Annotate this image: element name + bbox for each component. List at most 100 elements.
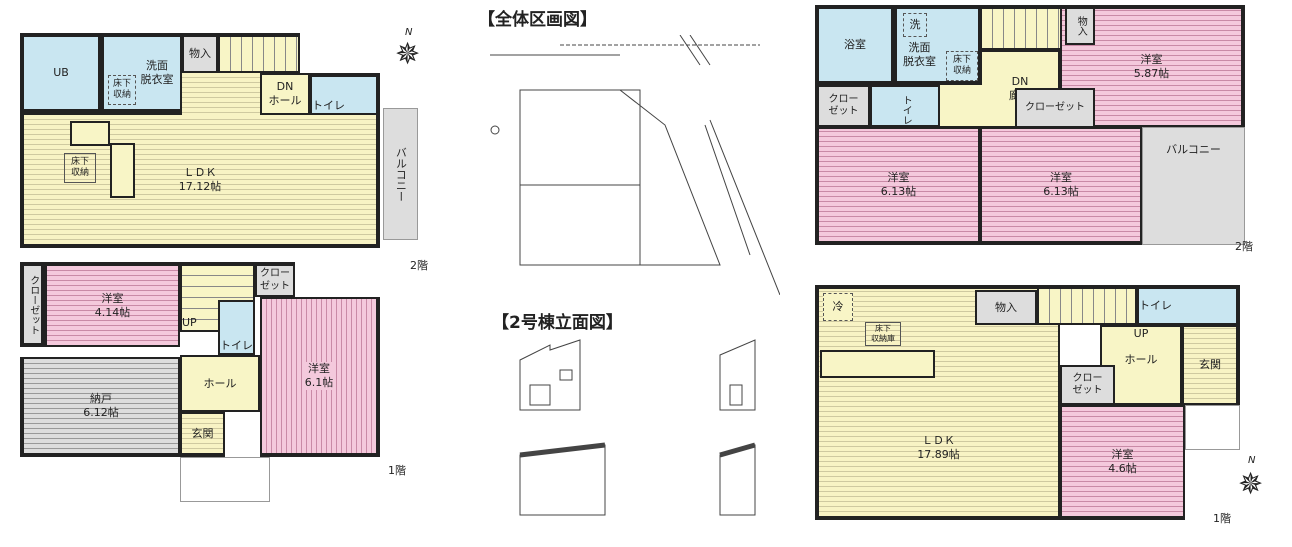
floor-label: 1階	[388, 464, 406, 477]
room-label: 玄関	[191, 426, 214, 440]
room-wash: 洗面 脱衣室	[895, 5, 980, 85]
room-toilet: トイレ	[218, 300, 255, 355]
room-storage: 物入	[1065, 5, 1095, 45]
elevation-title: 【2号棟立面図】	[492, 313, 623, 333]
kitchen-counter	[820, 350, 935, 378]
room-label: 物入	[995, 300, 1017, 314]
room-hall: DN ホール	[260, 73, 310, 115]
compass-icon: ✵N	[1238, 455, 1264, 502]
underfloor-storage: 床下 収納	[946, 51, 978, 81]
room-label: 洋室	[1111, 447, 1134, 461]
room-label: 洋室	[887, 171, 910, 185]
room-label: クローゼット	[27, 274, 39, 335]
room-label: 洋室	[1140, 53, 1163, 67]
porch	[1185, 405, 1240, 450]
room-label: 洋室	[101, 291, 124, 305]
room-label: 冷	[832, 300, 844, 314]
underfloor-storage: 床下 収納	[64, 153, 96, 183]
room-size: 17.12帖	[178, 179, 222, 193]
room-label: 洋室	[306, 362, 332, 376]
floor-label: 1階	[1213, 512, 1231, 525]
room-label: 物入	[189, 47, 211, 61]
room-entrance: 玄関	[1182, 325, 1240, 405]
room-label: 床下 収納庫	[871, 324, 895, 343]
room-label: DN ホール	[268, 80, 302, 107]
underfloor-storage: 床下 収納	[108, 75, 136, 105]
stairs	[218, 33, 300, 73]
site-plan-title: 【全体区画図】	[478, 10, 597, 30]
room-toilet: トイレ	[1137, 285, 1240, 325]
room-closet: クローゼット	[1015, 88, 1095, 128]
compass-icon	[490, 125, 500, 135]
room-storage: 物入	[182, 33, 218, 73]
stairs	[1037, 285, 1137, 325]
building-outline	[519, 89, 641, 266]
room-label: トイレ	[1139, 299, 1172, 313]
north-label: N	[405, 27, 413, 38]
room-closet: クロー ゼット	[1060, 365, 1115, 405]
room-storage: 物入	[975, 290, 1037, 325]
room-size: 4.14帖	[94, 305, 131, 319]
underfloor-storage: 床下 収納庫	[865, 322, 901, 346]
floor-label: 2階	[410, 259, 428, 272]
room-label: クローゼット	[260, 268, 290, 292]
porch	[180, 457, 270, 502]
room-size: 5.87帖	[1133, 67, 1170, 80]
room-entrance: 玄関	[180, 412, 225, 457]
corridor-extension	[940, 85, 982, 128]
room-label: 洗面 脱衣室	[903, 41, 936, 68]
room-label: 物入	[1075, 16, 1087, 36]
floor-label: 2階	[1235, 240, 1253, 253]
site-plan-drawing	[490, 35, 780, 295]
room-label: トイレ	[312, 99, 345, 113]
room-label: クロー ゼット	[1072, 372, 1103, 397]
room-size: 6.1帖	[302, 376, 336, 390]
room-label: ＬＤＫ	[922, 433, 955, 447]
room-closet: クロー ゼット	[815, 85, 870, 127]
balcony: バルコニー	[383, 108, 418, 240]
room-label: 床下 収納	[70, 156, 89, 178]
room-toilet: トイレ	[870, 85, 940, 127]
up-label: UP	[182, 316, 197, 330]
room-label: 洋室	[1050, 171, 1072, 185]
balcony: バルコニー	[1142, 127, 1245, 245]
room-label: ホール	[203, 376, 237, 390]
room-hall: ホール	[180, 355, 260, 412]
room-toilet: トイレ	[310, 73, 380, 115]
room-label: ＬＤＫ	[183, 165, 217, 179]
kitchen-island	[110, 143, 135, 198]
room-bath: 浴室	[815, 5, 895, 85]
room-label: 玄関	[1199, 358, 1221, 372]
room-label: 洗	[909, 18, 921, 32]
compass-icon: ✵N	[395, 27, 421, 72]
room-label: トイレ	[220, 339, 253, 353]
room-label: ホール	[1124, 352, 1158, 366]
room-ub: UB	[20, 33, 102, 113]
room-label: クロー ゼット	[828, 93, 859, 118]
stairs-landing	[182, 73, 260, 117]
room-size: 17.89帖	[917, 447, 960, 461]
room-label: 浴室	[844, 38, 866, 52]
kitchen-counter	[70, 121, 110, 146]
room-label: 床下 収納	[112, 78, 131, 100]
room-label: トイレ	[900, 95, 912, 125]
room-label: 床下 収納	[952, 54, 971, 76]
stairs	[980, 5, 1065, 50]
room-label: 納戸	[90, 392, 112, 406]
north-label: N	[1248, 455, 1256, 466]
room-size: 6.13帖	[880, 185, 917, 198]
room-closet: クローゼット	[255, 262, 295, 297]
up-label: UP	[1133, 327, 1149, 340]
room-label: 洗面 脱衣室	[140, 59, 174, 86]
room-size: 4.6帖	[1108, 461, 1137, 475]
room-label: クローゼット	[1025, 101, 1085, 113]
